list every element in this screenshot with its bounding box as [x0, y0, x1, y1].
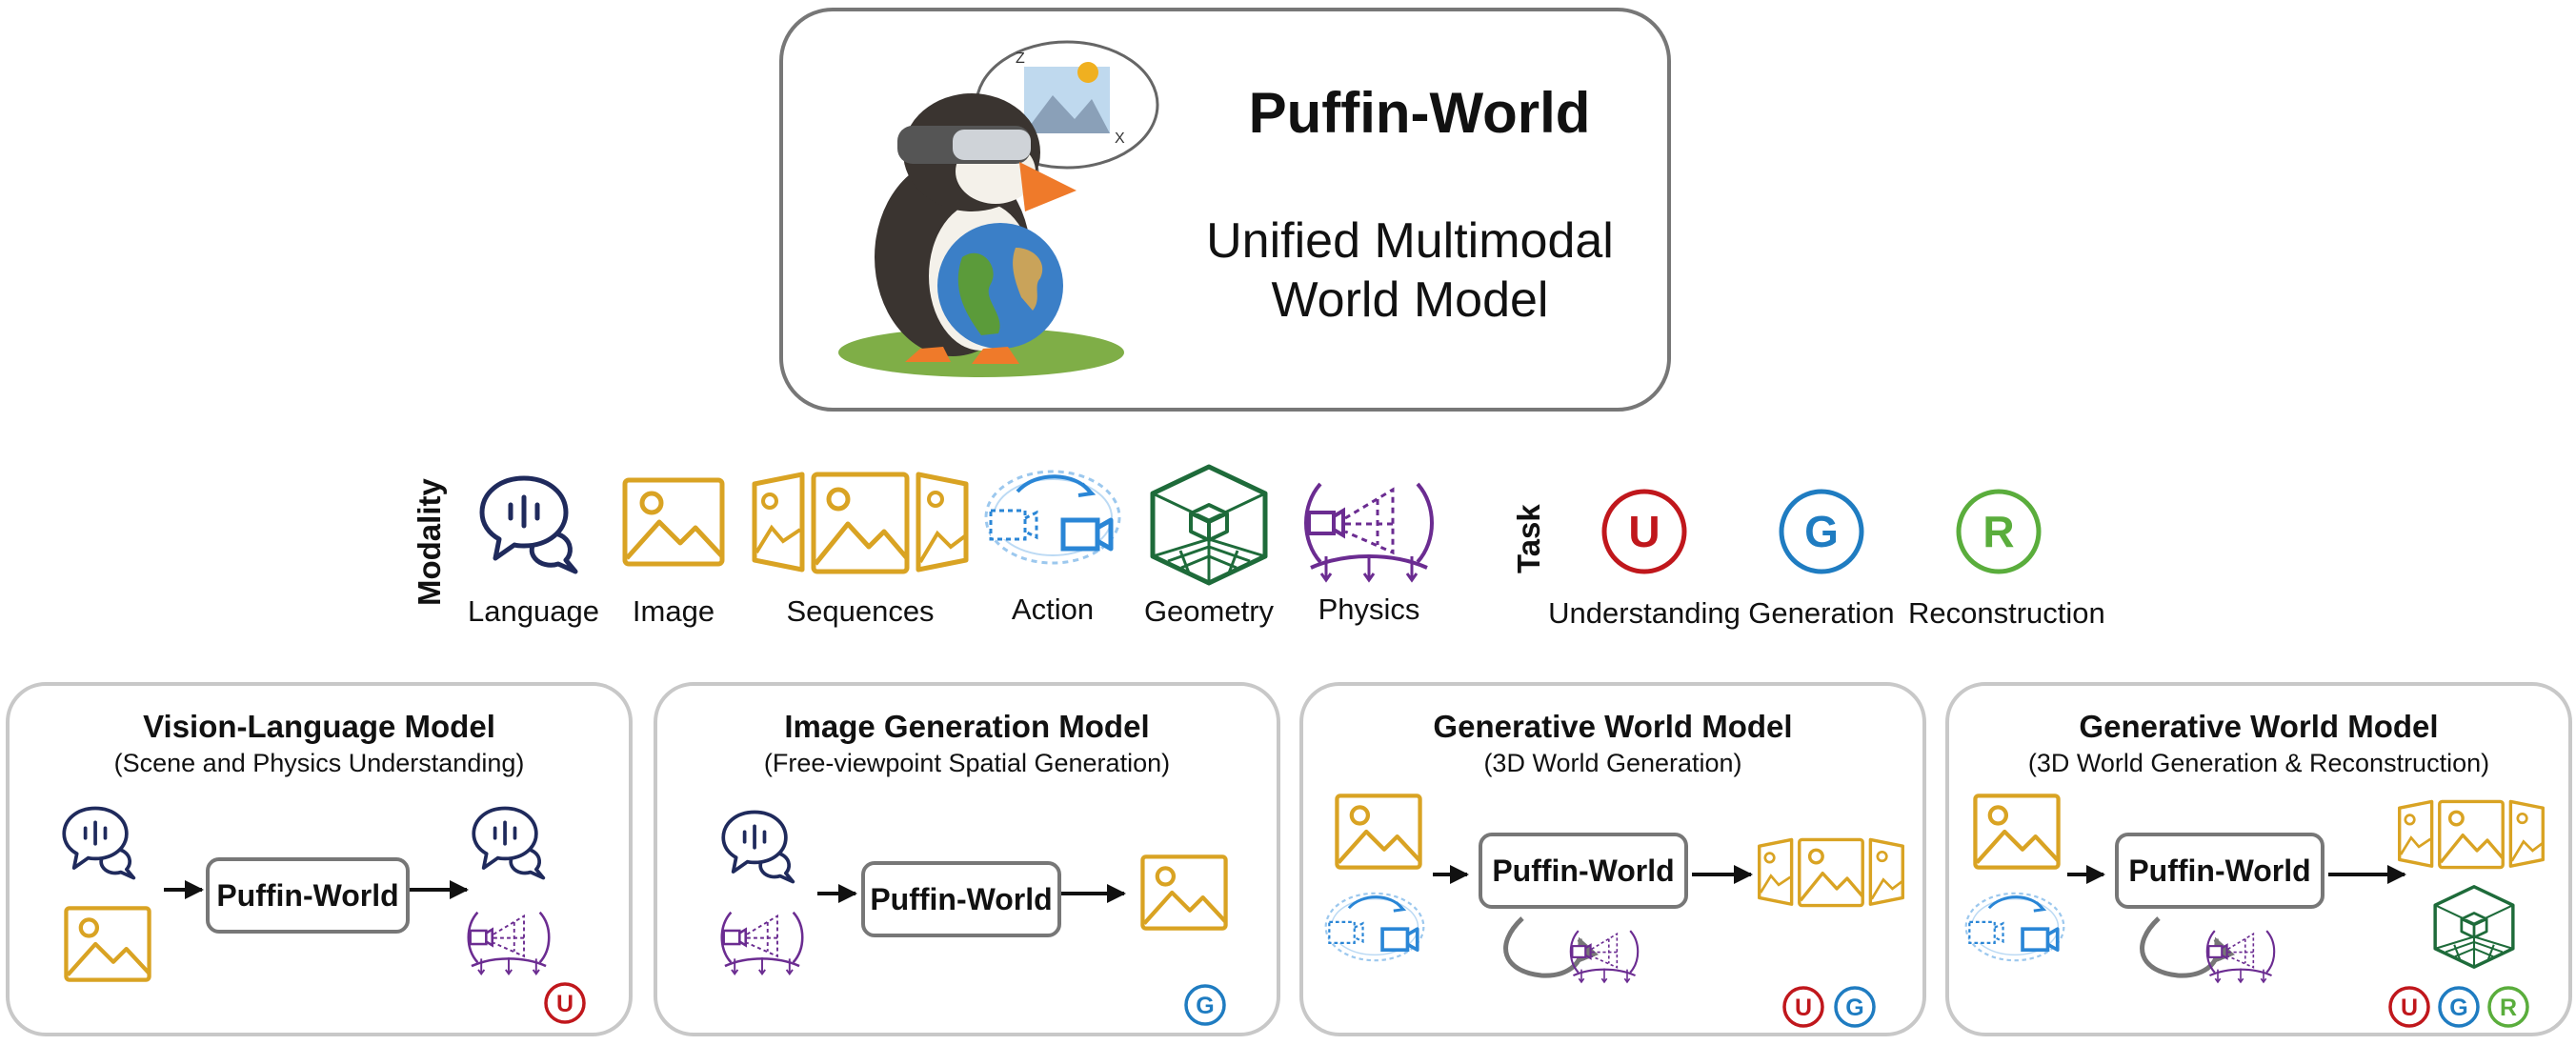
understanding-badge-icon: U [544, 982, 586, 1024]
physics-camera-icon [1304, 482, 1434, 582]
understanding-badge-icon: U [1782, 986, 1824, 1028]
hero-title: Puffin-World [1248, 81, 1591, 145]
modality-action-label: Action [1011, 593, 1095, 626]
image-sequence-icon [751, 471, 970, 575]
panel-subtitle: (Scene and Physics Understanding) [113, 749, 525, 777]
hero-subtitle-line1: Unified Multimodal [1206, 213, 1614, 269]
generation-badge-icon: G [1184, 984, 1226, 1026]
svg-text:G: G [1804, 507, 1839, 556]
svg-text:G: G [1845, 995, 1863, 1021]
svg-text:R: R [2500, 995, 2517, 1021]
task-understanding-label: Understanding [1548, 596, 1741, 630]
svg-text:U: U [1795, 995, 1812, 1021]
panel-title: Image Generation Model [784, 709, 1150, 744]
reconstruction-badge-icon: R [2487, 986, 2529, 1028]
image-icon [1139, 854, 1229, 932]
generation-badge-icon: G [2438, 986, 2480, 1028]
puffin-world-model-box: Puffin-World [1479, 833, 1688, 909]
flow-arrows [817, 884, 1126, 903]
svg-text:U: U [1628, 507, 1660, 556]
svg-text:U: U [556, 991, 574, 1017]
physics-camera-icon [1569, 930, 1640, 984]
image-icon [621, 476, 726, 568]
generation-badge-icon: G [1779, 489, 1864, 574]
panel-title: Generative World Model [2079, 709, 2439, 744]
modality-image-label: Image [632, 594, 715, 628]
understanding-badge-icon: U [2388, 986, 2430, 1028]
panel-subtitle: (3D World Generation) [1483, 749, 1742, 777]
panel-title: Vision-Language Model [143, 709, 495, 744]
modality-physics-label: Physics [1318, 593, 1420, 626]
panel-generative-world-model-reconstruction: Generative World Model (3D World Generat… [1945, 682, 2572, 1036]
puffin-world-model-box: Puffin-World [206, 857, 410, 934]
svg-text:X: X [1115, 131, 1125, 147]
panel-subtitle: (3D World Generation & Reconstruction) [2027, 749, 2490, 777]
hero-subtitle-line2: World Model [1271, 272, 1549, 328]
speech-bubbles-icon [472, 806, 546, 880]
task-label: Task [1511, 504, 1546, 573]
svg-text:R: R [1982, 507, 2014, 556]
panel-image-generation-model: Image Generation Model (Free-viewpoint S… [654, 682, 1280, 1036]
generation-badge-icon: G [1834, 986, 1876, 1028]
modality-sequences-label: Sequences [786, 594, 935, 628]
svg-text:Z: Z [1016, 50, 1025, 67]
modality-language-label: Language [468, 594, 599, 628]
svg-text:G: G [2449, 995, 2467, 1021]
svg-text:G: G [1196, 993, 1214, 1019]
cube-geometry-icon [2433, 885, 2515, 969]
modality-geometry-label: Geometry [1143, 594, 1275, 628]
physics-camera-icon [2205, 930, 2276, 984]
camera-motion-icon [981, 465, 1124, 570]
puffin-world-model-box: Puffin-World [861, 861, 1061, 937]
hero-subtitle: Unified Multimodal World Model [1191, 211, 1629, 330]
panel-generative-world-model: Generative World Model (3D World Generat… [1299, 682, 1926, 1036]
understanding-badge-icon: U [1601, 489, 1687, 574]
panel-title: Generative World Model [1433, 709, 1793, 744]
flow-arrows [164, 880, 469, 899]
reconstruction-badge-icon: R [1956, 489, 2042, 574]
task-reconstruction-label: Reconstruction [1908, 596, 2105, 630]
task-generation-label: Generation [1748, 596, 1895, 630]
speech-bubbles-icon [478, 472, 593, 577]
puffin-mascot-illustration: Z X [838, 40, 1159, 377]
cube-geometry-icon [1147, 463, 1271, 587]
physics-camera-icon [467, 911, 551, 975]
image-sequence-icon [2398, 799, 2545, 870]
image-sequence-icon [1758, 837, 1904, 908]
svg-text:U: U [2401, 995, 2418, 1021]
modality-label: Modality [412, 478, 447, 606]
panel-vision-language-model: Vision-Language Model (Scene and Physics… [6, 682, 633, 1036]
panel-subtitle: (Free-viewpoint Spatial Generation) [763, 749, 1171, 777]
puffin-world-model-box: Puffin-World [2115, 833, 2324, 909]
